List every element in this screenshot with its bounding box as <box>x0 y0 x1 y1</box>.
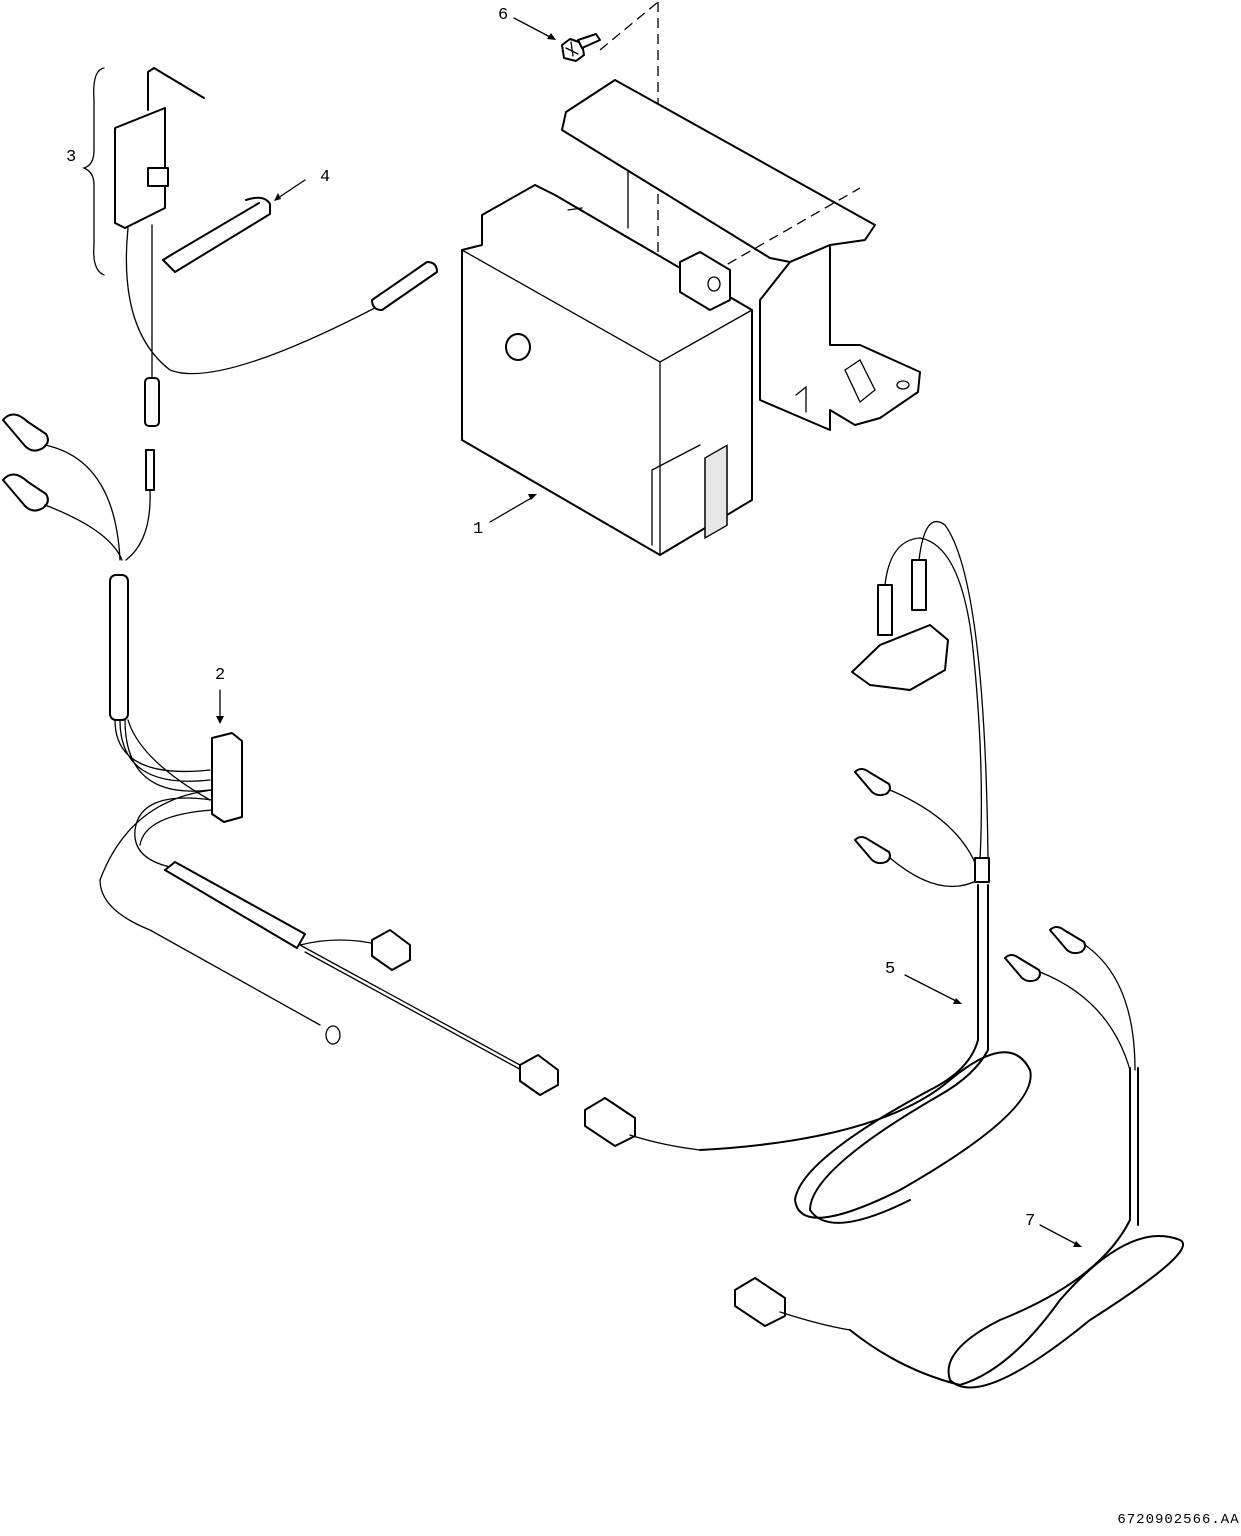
callout-3: 3 <box>66 148 77 167</box>
callout-4: 4 <box>320 168 331 187</box>
screw-part <box>561 33 601 62</box>
drawing-reference-number: 6720902566.AA. <box>1117 1512 1241 1528</box>
thermostat-cable-part <box>584 520 1032 1224</box>
sensor-cable-part <box>734 926 1185 1389</box>
callout-5: 5 <box>885 960 896 979</box>
callout-7: 7 <box>1025 1212 1036 1231</box>
leader-arrows <box>216 17 1082 1247</box>
mounting-bracket <box>561 79 921 431</box>
callout-6: 6 <box>498 6 509 25</box>
retaining-clip-part <box>162 196 271 273</box>
callout-1: 1 <box>473 520 484 539</box>
control-unit-part <box>461 184 753 556</box>
electrode-assembly-part <box>82 67 438 427</box>
wiring-harness-part <box>2 413 559 1096</box>
callout-2: 2 <box>215 666 226 685</box>
